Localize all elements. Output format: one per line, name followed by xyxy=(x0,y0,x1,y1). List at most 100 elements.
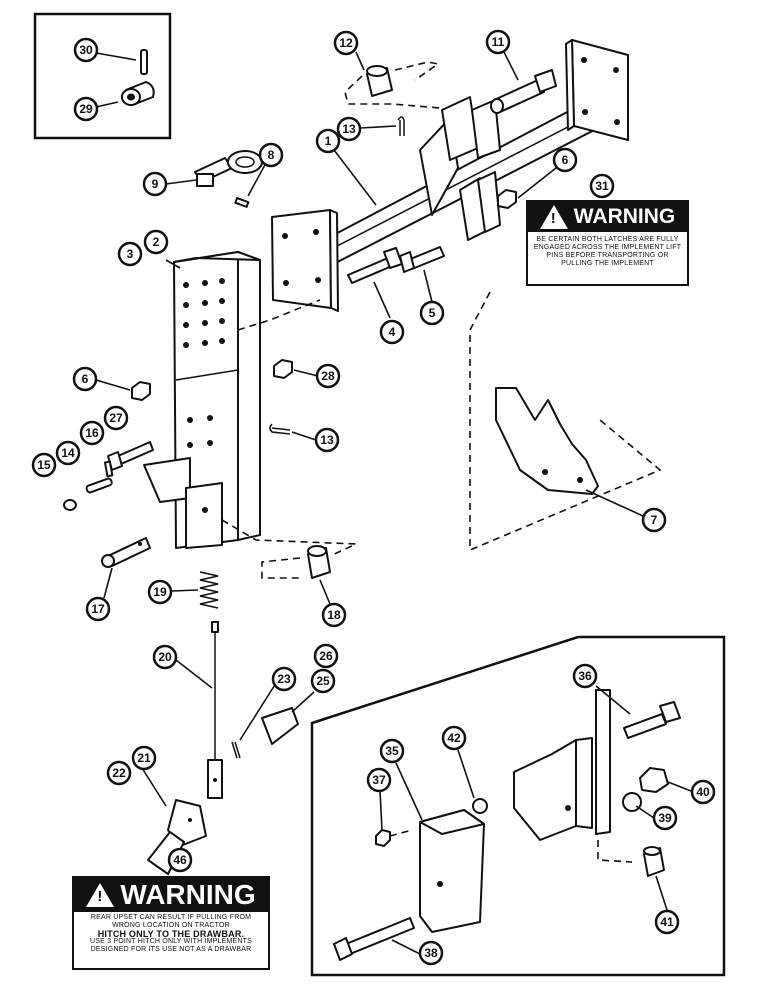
svg-text:21: 21 xyxy=(137,751,151,765)
part-42-washer xyxy=(472,798,488,814)
part-1-cross-tube xyxy=(271,39,629,312)
callout-2: 2 xyxy=(143,229,169,255)
part-29-bushing xyxy=(121,81,155,106)
callout-16: 16 xyxy=(79,420,105,446)
part-9-latch xyxy=(194,150,263,187)
callout-22: 22 xyxy=(106,760,132,786)
part-12-bushing xyxy=(366,65,393,97)
callout-30: 30 xyxy=(73,37,99,63)
svg-text:2: 2 xyxy=(153,235,160,249)
svg-text:22: 22 xyxy=(112,766,126,780)
part-28-nut xyxy=(273,359,293,379)
callout-40: 40 xyxy=(690,779,716,805)
callout-14: 14 xyxy=(55,440,81,466)
callout-19: 19 xyxy=(147,579,173,605)
callout-31: 31 xyxy=(589,173,615,199)
callout-9: 9 xyxy=(142,171,168,197)
part-37-nut xyxy=(375,829,391,847)
callout-15: 15 xyxy=(31,452,57,478)
svg-text:6: 6 xyxy=(562,153,569,167)
svg-text:36: 36 xyxy=(578,669,592,683)
callout-17: 17 xyxy=(85,596,111,622)
svg-text:19: 19 xyxy=(153,585,167,599)
svg-text:30: 30 xyxy=(79,43,93,57)
part-23-cotter-pin xyxy=(231,741,241,759)
warning-heading: WARNING xyxy=(120,879,256,910)
part-13-cotter-pin-upper xyxy=(397,116,405,136)
svg-text:37: 37 xyxy=(372,773,386,787)
warning-decal-31: WARNING BE CERTAIN BOTH LATCHES ARE FULL… xyxy=(526,200,689,286)
callouts: 30 29 12 11 13 1 9 8 6 31 3 2 28 4 5 6 2… xyxy=(31,29,716,966)
part-7-latch-plate xyxy=(495,387,599,495)
callout-7: 7 xyxy=(641,507,667,533)
svg-text:11: 11 xyxy=(492,35,505,49)
callout-35: 35 xyxy=(379,738,405,764)
inset-bracket xyxy=(513,689,611,841)
callout-3: 3 xyxy=(117,241,143,267)
callout-36: 36 xyxy=(572,663,598,689)
part-11-latch-pin xyxy=(490,69,557,114)
part-2-hitch-bracket xyxy=(143,251,261,549)
part-6-nut-left xyxy=(131,381,151,401)
warning-header: WARNING xyxy=(74,878,268,912)
svg-text:17: 17 xyxy=(91,602,105,616)
svg-text:6: 6 xyxy=(82,372,89,386)
callout-28: 28 xyxy=(315,363,341,389)
part-15-washer xyxy=(63,499,77,511)
part-18-bushing xyxy=(307,545,331,579)
part-5-bolt xyxy=(399,246,445,273)
part-16-roll-pin xyxy=(103,460,114,478)
svg-text:15: 15 xyxy=(37,458,51,472)
svg-text:13: 13 xyxy=(320,433,334,447)
warning-text-block: REAR UPSET CAN RESULT IF PULLING FROM WR… xyxy=(74,912,268,956)
callout-39: 39 xyxy=(652,805,678,831)
svg-text:4: 4 xyxy=(389,325,396,339)
svg-text:23: 23 xyxy=(277,672,291,686)
svg-text:35: 35 xyxy=(385,744,399,758)
callout-1: 1 xyxy=(315,128,341,154)
callout-25: 25 xyxy=(310,668,336,694)
callout-23: 23 xyxy=(271,666,297,692)
svg-text:5: 5 xyxy=(429,306,436,320)
part-25-latch xyxy=(261,707,299,745)
callout-41: 41 xyxy=(654,909,680,935)
svg-text:1: 1 xyxy=(325,134,332,148)
svg-text:16: 16 xyxy=(85,426,99,440)
callout-5: 5 xyxy=(419,300,445,326)
part-8-roll-pin xyxy=(234,197,250,208)
warning-header: WARNING xyxy=(528,202,687,232)
part-17-pin xyxy=(101,537,151,568)
warning-text-2: USE 3 POINT HITCH ONLY WITH IMPLEMENTS D… xyxy=(89,938,252,953)
part-6-nut-right xyxy=(497,189,517,209)
svg-text:29: 29 xyxy=(79,102,93,116)
part-4-bolt xyxy=(347,247,403,284)
svg-text:27: 27 xyxy=(109,411,123,425)
svg-text:41: 41 xyxy=(660,915,674,929)
inset-frame-top-left xyxy=(33,12,172,140)
callout-46: 46 xyxy=(167,847,193,873)
part-35-spacer xyxy=(419,809,485,933)
part-20-rod xyxy=(207,621,223,799)
callout-29: 29 xyxy=(73,96,99,122)
leader-lines xyxy=(95,51,692,955)
svg-text:3: 3 xyxy=(127,247,134,261)
part-14-pin xyxy=(85,477,113,494)
warning-text-bold: HITCH ONLY TO THE DRAWBAR. xyxy=(97,929,245,939)
svg-text:31: 31 xyxy=(595,179,609,193)
warning-decal-46: WARNING REAR UPSET CAN RESULT IF PULLING… xyxy=(72,876,270,970)
callout-8: 8 xyxy=(258,142,284,168)
callout-6-left: 6 xyxy=(72,366,98,392)
svg-text:26: 26 xyxy=(319,649,333,663)
callout-13-upper: 13 xyxy=(336,116,362,142)
callout-13-lower: 13 xyxy=(314,427,340,453)
callout-38: 38 xyxy=(418,940,444,966)
svg-text:18: 18 xyxy=(327,608,341,622)
callout-4: 4 xyxy=(379,319,405,345)
callout-18: 18 xyxy=(321,602,347,628)
svg-text:28: 28 xyxy=(321,369,335,383)
svg-text:20: 20 xyxy=(158,650,172,664)
part-21-handle xyxy=(147,799,207,875)
svg-text:14: 14 xyxy=(61,446,75,460)
part-38-bolt xyxy=(333,917,415,961)
